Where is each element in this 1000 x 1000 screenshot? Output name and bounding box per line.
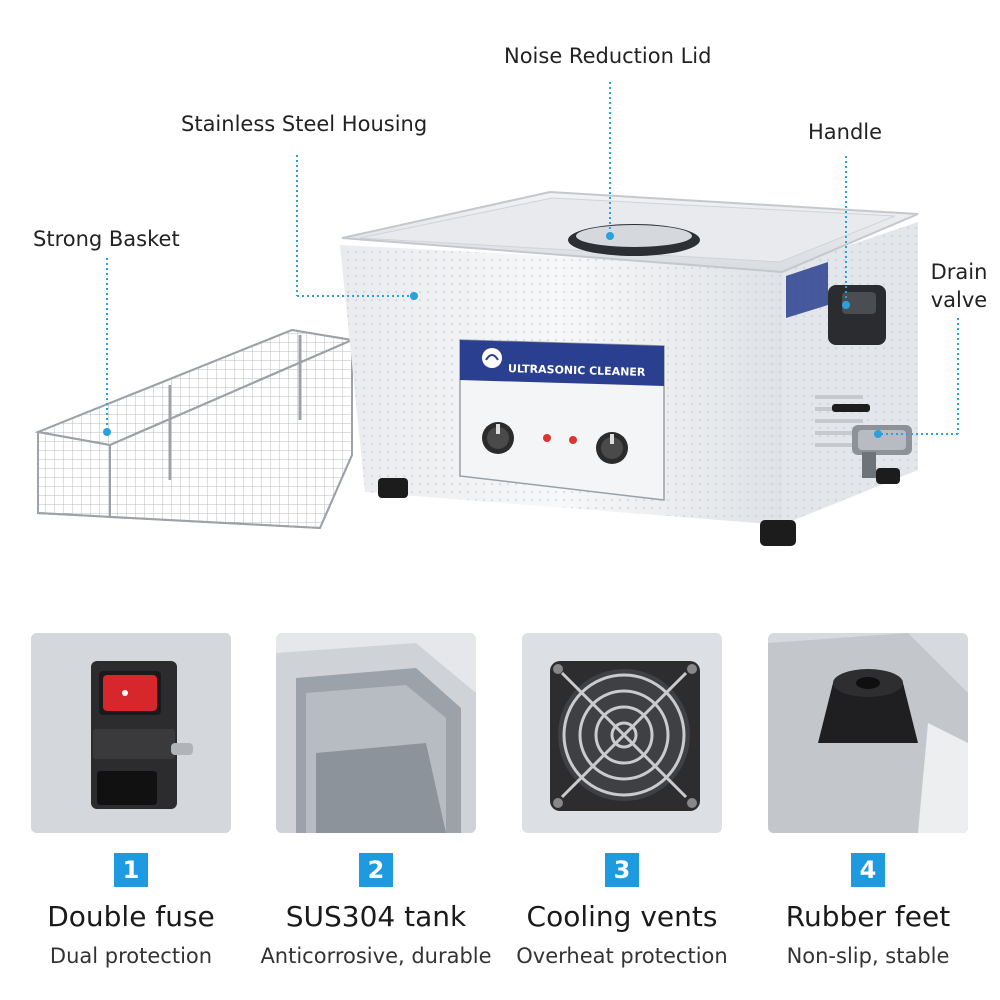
brand-logo-icon [482, 348, 502, 368]
feature-photo-cooling-vents [522, 633, 722, 833]
feature-subtitle-4: Non-slip, stable [786, 944, 950, 968]
label-handle: Handle [808, 120, 883, 144]
feature-badge-4: 4 [851, 853, 885, 887]
leader-lines [106, 82, 959, 435]
ultrasonic-indicator [569, 436, 577, 444]
power-switch-icon [103, 675, 157, 711]
feature-subtitle-2: Anticorrosive, durable [260, 944, 492, 968]
handle [828, 285, 886, 345]
timer-knob[interactable] [596, 432, 628, 464]
basket [34, 328, 356, 530]
label-drain-line2: valve [930, 288, 988, 312]
control-panel [459, 339, 665, 501]
label-stainless-steel-housing: Stainless Steel Housing [181, 112, 428, 136]
feature-photo-double-fuse [31, 633, 231, 833]
feature-title-3: Cooling vents [526, 900, 718, 933]
feature-badge-2: 2 [359, 853, 393, 887]
feature-title-2: SUS304 tank [285, 900, 467, 933]
feature-subtitle-1: Dual protection [49, 944, 213, 968]
rubber-foot-icon [818, 683, 918, 743]
fan-icon [560, 671, 688, 799]
label-drain-valve: Drain valve [918, 258, 1000, 314]
label-noise-reduction-lid: Noise Reduction Lid [504, 44, 712, 68]
feature-title-4: Rubber feet [785, 900, 951, 933]
heater-knob[interactable] [482, 422, 514, 454]
feature-photo-sus304-tank [276, 633, 476, 833]
feature-subtitle-3: Overheat protection [516, 944, 728, 968]
feature-title-1: Double fuse [47, 900, 215, 933]
drain-valve[interactable] [832, 404, 912, 478]
heating-indicator [543, 434, 551, 442]
feature-photo-rubber-feet [768, 633, 968, 833]
label-drain-line1: Drain [930, 260, 988, 284]
product-illustration [34, 82, 959, 546]
feature-badge-3: 3 [605, 853, 639, 887]
feature-badge-1: 1 [114, 853, 148, 887]
label-strong-basket: Strong Basket [33, 227, 180, 251]
noise-reduction-lid [341, 190, 919, 274]
